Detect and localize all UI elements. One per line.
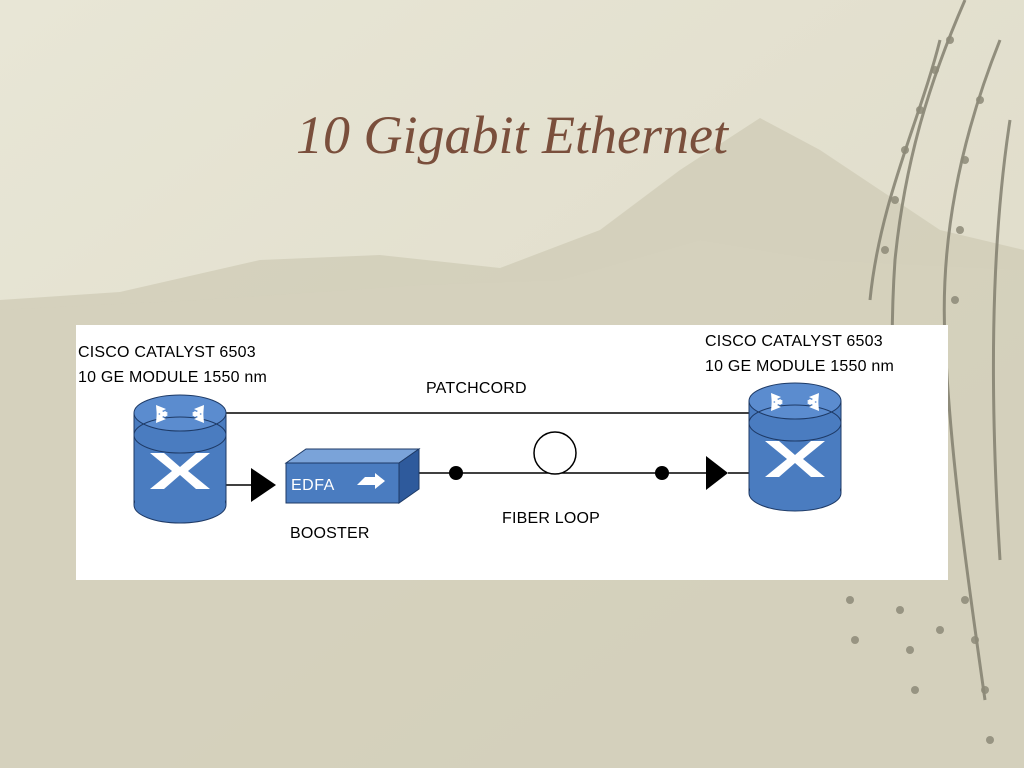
edfa-label: EDFA xyxy=(291,477,335,494)
right-router xyxy=(748,382,842,512)
arrow-right xyxy=(706,456,728,490)
left-device-label-line2: 10 GE MODULE 1550 nm xyxy=(78,369,267,386)
right-device-label-line1: CISCO CATALYST 6503 xyxy=(705,333,883,350)
edfa-arrow-icon xyxy=(357,473,385,489)
network-diagram: CISCO CATALYST 6503 10 GE MODULE 1550 nm… xyxy=(76,325,948,580)
fiber-loop-icon xyxy=(533,431,577,475)
patchcord-label: PATCHCORD xyxy=(426,380,527,397)
arrow-left xyxy=(251,468,276,502)
slide-title: 10 Gigabit Ethernet xyxy=(296,105,728,165)
edfa-amplifier xyxy=(284,448,421,504)
connector-dot-left xyxy=(449,466,463,480)
left-device-label-line1: CISCO CATALYST 6503 xyxy=(78,344,256,361)
left-router xyxy=(133,394,227,524)
willow-leaves xyxy=(846,36,994,744)
connector-dot-right xyxy=(655,466,669,480)
fiber-loop-label: FIBER LOOP xyxy=(502,510,601,527)
right-device-label-line2: 10 GE MODULE 1550 nm xyxy=(705,358,894,375)
booster-label: BOOSTER xyxy=(290,525,370,542)
